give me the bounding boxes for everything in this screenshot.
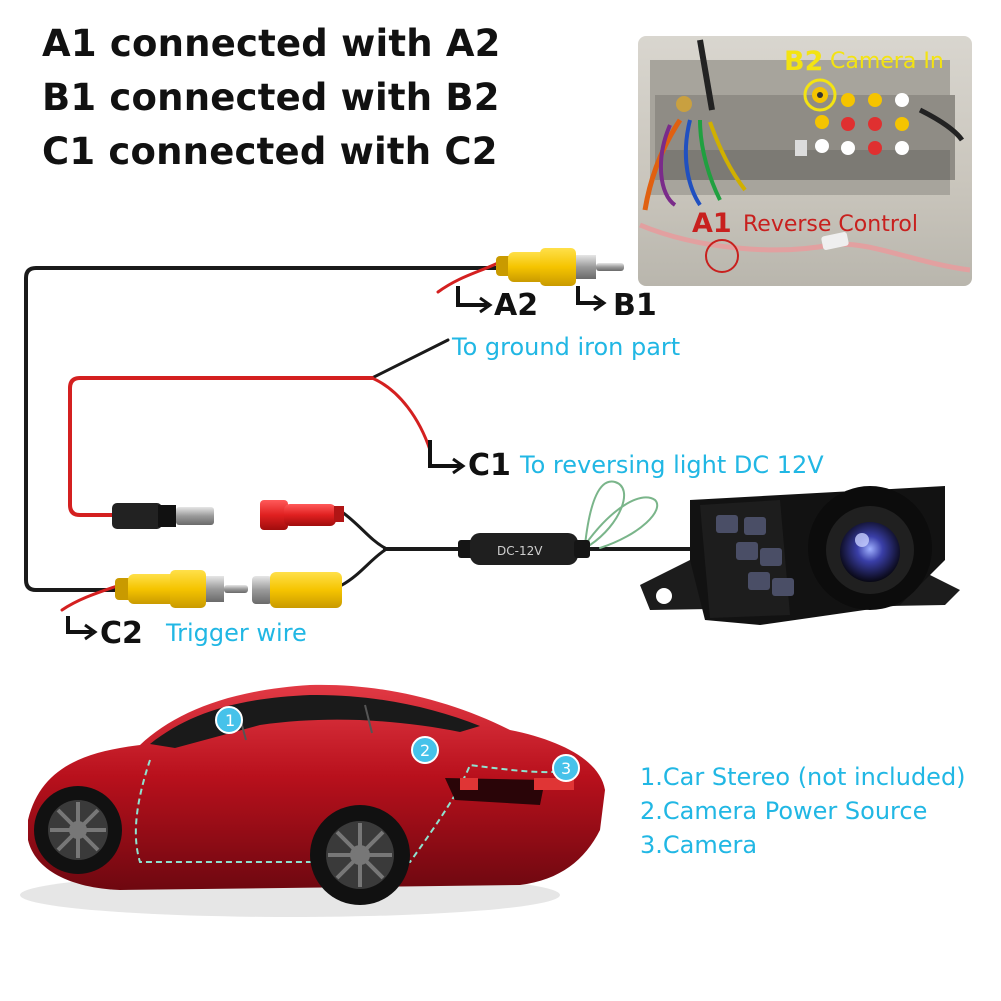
photo-b2-text: Camera In <box>830 49 944 74</box>
photo-b2-tag: B2 <box>784 46 823 77</box>
dc-box-label: DC-12V <box>497 544 543 558</box>
label-c1: C1 <box>468 448 511 483</box>
svg-text:3: 3 <box>561 759 571 778</box>
marker-3: 3 <box>552 754 580 782</box>
head-unit-photo <box>638 36 972 286</box>
camera <box>640 486 960 625</box>
wiring-route-dashed <box>134 759 571 863</box>
pointer-arrows <box>66 286 607 641</box>
wires <box>24 260 692 612</box>
dc-jack-female <box>260 500 344 530</box>
b2-highlight-ring <box>803 78 837 112</box>
trigger-label: Trigger wire <box>166 619 307 647</box>
wheel-front <box>34 786 122 874</box>
ir-leds <box>716 515 794 596</box>
c2-trigger-wire <box>60 583 122 612</box>
a1-highlight-ring <box>705 239 739 273</box>
legend-item-3: 3.Camera <box>640 831 758 859</box>
marker-2: 2 <box>411 736 439 764</box>
label-c2: C2 <box>100 616 143 651</box>
green-loop-wire <box>584 480 626 546</box>
dc-plug-male <box>112 503 214 529</box>
legend-item-1: 1.Car Stereo (not included) <box>640 763 966 791</box>
dc-12v-box <box>458 533 590 565</box>
heading-c: C1 connected with C2 <box>42 130 498 173</box>
power-to-c1 <box>370 376 432 452</box>
legend-item-2: 2.Camera Power Source <box>640 797 928 825</box>
photo-a1-tag: A1 <box>692 208 732 239</box>
marker-1: 1 <box>215 706 243 734</box>
rca-jacks <box>795 87 909 156</box>
photo-a1-text: Reverse Control <box>743 212 918 237</box>
label-b1: B1 <box>613 288 657 323</box>
video-cable <box>24 266 502 592</box>
ground-wire <box>370 338 450 380</box>
car: 1 2 3 <box>20 684 605 917</box>
camera-lens <box>840 522 900 582</box>
power-wire <box>68 376 374 517</box>
rca-plug-bottom <box>115 570 248 608</box>
ground-label: To ground iron part <box>452 333 681 361</box>
label-a2: A2 <box>494 288 539 323</box>
wheel-rear <box>310 805 410 905</box>
a2-trigger-wire <box>436 260 502 294</box>
rca-plug-top <box>496 248 624 286</box>
rca-jack-female <box>252 572 342 608</box>
svg-text:2: 2 <box>420 741 430 760</box>
heading-b: B1 connected with B2 <box>42 76 500 119</box>
reversing-label: To reversing light DC 12V <box>520 451 824 479</box>
svg-text:1: 1 <box>225 711 235 730</box>
heading-a: A1 connected with A2 <box>42 22 501 65</box>
